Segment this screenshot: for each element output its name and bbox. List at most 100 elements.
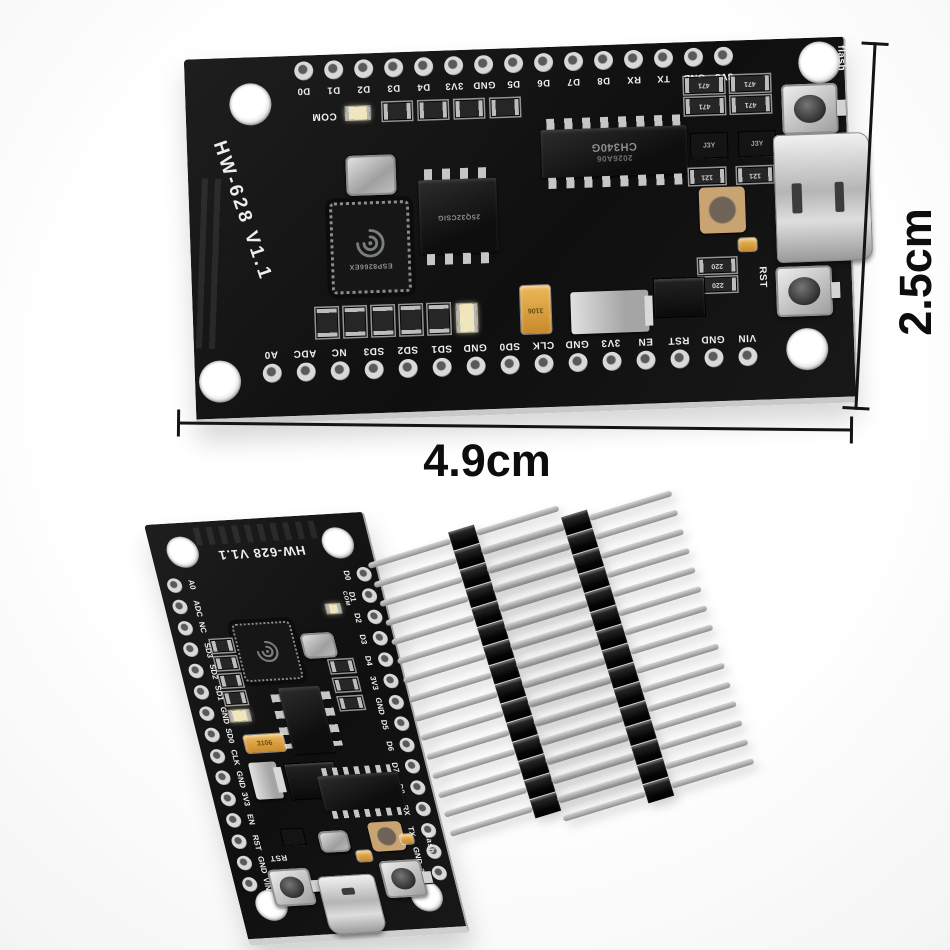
diode xyxy=(653,277,706,318)
pin-hole xyxy=(170,598,190,615)
pin-hole xyxy=(601,351,622,372)
espressif-logo-icon xyxy=(256,640,279,662)
pin: GND xyxy=(458,341,493,376)
rst-label: RST xyxy=(756,266,769,289)
pin-label: D5 xyxy=(507,77,521,90)
rst-label: RST xyxy=(268,853,289,863)
pin-label: 3V3 xyxy=(239,791,252,806)
pin-hole xyxy=(202,726,222,743)
pin-label: EN xyxy=(245,813,257,825)
pin: ADC xyxy=(288,347,323,382)
pin-hole xyxy=(192,684,211,700)
tantalum-capacitor: 3106 xyxy=(519,285,552,335)
pin: A0 xyxy=(165,573,201,596)
pin-label: CLK xyxy=(228,748,242,766)
pin-hole xyxy=(669,349,690,369)
pin-label: D6 xyxy=(384,740,396,751)
smd-resistor: 471 xyxy=(685,97,725,115)
usb-detail xyxy=(341,887,356,896)
pin-label: D6 xyxy=(537,76,551,89)
pin-label: D3 xyxy=(387,82,401,94)
pin-hole xyxy=(219,790,238,807)
chip-marking: ESP8266EX xyxy=(349,260,393,270)
pin-hole xyxy=(567,352,588,373)
pin-hole xyxy=(408,779,427,795)
pin-hole xyxy=(323,60,344,80)
pin-hole xyxy=(533,52,553,73)
pin: SD1 xyxy=(424,342,459,378)
flash-label: flash xyxy=(835,45,848,72)
pin-hole xyxy=(703,348,724,368)
smd-resistor xyxy=(224,692,247,705)
smd-resistor: 220 xyxy=(699,258,736,273)
flash-button-component xyxy=(378,858,429,899)
pin: GND xyxy=(696,333,731,368)
pin-hole xyxy=(563,51,583,72)
pin-label: CLK xyxy=(531,338,555,351)
pin-label: D0 xyxy=(297,85,311,97)
smd-transistor xyxy=(280,828,307,846)
smd-resistor: 471 xyxy=(730,75,770,92)
pin-hole xyxy=(413,56,434,77)
pin-hole xyxy=(593,50,613,71)
smd-resistor: 121 xyxy=(689,168,725,185)
pin-label: TX xyxy=(656,72,671,85)
smd-transistor: J3Y xyxy=(738,131,776,157)
resistor-value: 220 xyxy=(711,261,724,270)
pin-hole xyxy=(293,61,314,81)
smd-resistor xyxy=(372,306,394,336)
pin-row-top: D0 D1 D2 D3 D4 3V3 GND D5 xyxy=(288,46,739,97)
transistor-marking: J3Y xyxy=(750,139,764,148)
pin-hole xyxy=(261,363,282,384)
pin-hole xyxy=(381,672,401,689)
status-led xyxy=(456,303,478,333)
resistor-value: 121 xyxy=(701,172,714,181)
pin-hole xyxy=(443,55,464,76)
esp8266-board-top-view: D0 D1 D2 D3 D4 3V3 GND D5 xyxy=(183,36,874,426)
pin-label: D2 xyxy=(352,612,364,623)
chip-body: CH340G 2026A06 xyxy=(540,125,689,179)
pin: TX xyxy=(648,48,679,84)
com-label: COM xyxy=(311,110,337,123)
pin-label: 3V3 xyxy=(444,79,464,92)
pin-hole xyxy=(376,651,395,667)
smd-resistor xyxy=(334,678,359,691)
crystal-oscillator xyxy=(345,154,397,197)
esp8266-chip: ESP8266EX xyxy=(328,199,413,295)
pin-hole xyxy=(397,358,418,379)
smd-resistor xyxy=(329,660,355,673)
pin-hole xyxy=(363,359,384,380)
chip-marking: 25Q32CSIG xyxy=(437,211,480,221)
com-led xyxy=(345,106,371,121)
width-dimension-label: 4.9cm xyxy=(423,435,551,486)
tantalum-capacitor-small xyxy=(355,850,374,862)
smd-resistor xyxy=(219,674,243,687)
mounting-hole xyxy=(228,82,273,127)
smd-resistor: 220 xyxy=(699,277,737,292)
espressif-logo-icon xyxy=(356,228,385,257)
pin-hole xyxy=(181,641,200,657)
pin: GND xyxy=(213,765,249,788)
pin: EN xyxy=(628,335,663,371)
pin-hole xyxy=(387,694,406,710)
voltage-regulator xyxy=(247,761,285,800)
tantalum-capacitor-small xyxy=(738,237,757,252)
dimension-line-width xyxy=(176,409,854,444)
pin-label: D1 xyxy=(327,84,341,96)
pin: D5 xyxy=(498,53,529,90)
pin-label: D5 xyxy=(378,718,391,730)
pin-hole xyxy=(499,355,520,375)
pin-label: SD3 xyxy=(362,344,384,357)
smd-resistor xyxy=(383,102,412,120)
tantalum-capacitor-small xyxy=(399,833,415,845)
smd-resistor: 121 xyxy=(737,167,773,183)
pin-label: GND xyxy=(472,78,496,91)
chip-marking: CH340G xyxy=(591,139,638,154)
pin: SD2 xyxy=(390,343,425,379)
pin-hole xyxy=(235,854,254,871)
resistor-group-121: 121 121 xyxy=(689,167,773,185)
reset-button-component xyxy=(775,265,834,318)
pin-hole xyxy=(503,53,523,74)
pin-hole xyxy=(403,758,422,774)
